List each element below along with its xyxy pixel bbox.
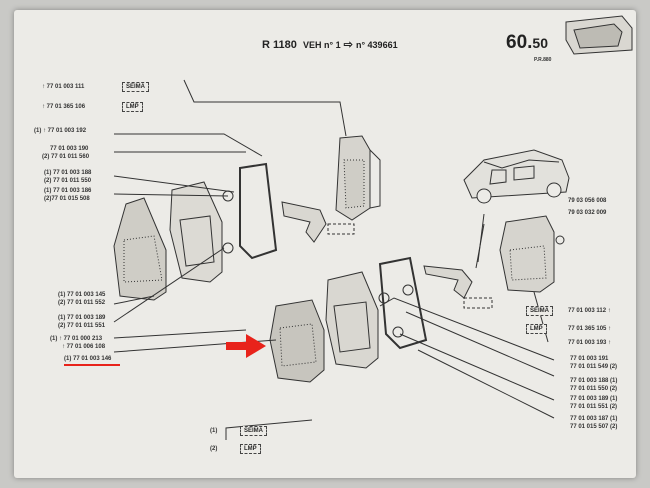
part-label-r7: 77 01 011 549 (2) [570, 364, 618, 370]
part-label-r11: 77 01 011 551 (2) [570, 404, 618, 410]
part-label-r8: 77 01 003 188 (1) [570, 378, 618, 384]
part-label-n3: (1) 77 01 003 189 [58, 315, 106, 321]
parts-catalog-page: R 1180 VEH n° 1 ⇨ n° 439661 60.50 P.R.88… [14, 10, 636, 478]
part-label-r9: 77 01 011 550 (2) [570, 386, 618, 392]
part-label-n4: (2) 77 01 011 551 [58, 323, 106, 329]
part-label-m6: (1) 77 01 003 186 [44, 188, 92, 194]
exploded-diagram [64, 15, 633, 440]
part-label-r13: 77 01 015 507 (2) [570, 424, 618, 430]
part-label-l2: ↑ 77 01 365 106 [42, 104, 86, 110]
highlight-arrow [226, 334, 266, 358]
tag-lmp-right: LMP [526, 324, 547, 334]
part-label-n5: (1) ↑ 77 01 000 213 [50, 336, 103, 342]
part-label-m7: (2)77 01 015 508 [44, 196, 90, 202]
part-label-n2: (2) 77 01 011 552 [58, 300, 106, 306]
tag-lmp-bottom: LMP [240, 444, 261, 454]
page-number: 60.50 [506, 32, 548, 53]
part-label-r12: 77 01 003 187 (1) [570, 416, 618, 422]
part-label-m2: 77 01 003 190 [50, 146, 89, 152]
part-label-r2: 79 03 032 009 [568, 210, 607, 216]
tag-seima-right: SEIMA [526, 306, 554, 316]
part-label-m4: (1) 77 01 003 188 [44, 170, 92, 176]
page-code: P.R.880 [534, 57, 552, 63]
part-label-n1: (1) 77 01 003 145 [58, 292, 106, 298]
part-label-r6: 77 01 003 191 [570, 356, 609, 362]
part-label-m5: (2) 77 01 011 550 [44, 178, 92, 184]
part-label-m1: (1) ↑ 77 01 003 192 [34, 128, 87, 134]
part-label-r5: 77 01 003 193 ↑ [568, 340, 612, 346]
part-label-l1: ↑ 77 01 003 111 [42, 84, 85, 90]
footnote-1: (1) [210, 428, 218, 434]
part-label-n6: ↑ 77 01 006 108 [62, 344, 106, 350]
tag-seima-bottom: SEIMA [240, 426, 268, 436]
tag-seima-top: SEIMA [122, 82, 150, 92]
part-label-n7: (1) 77 01 003 146 [64, 356, 112, 362]
part-label-m3: (2) 77 01 011 560 [42, 154, 90, 160]
tag-lmp-top: LMP [122, 102, 143, 112]
part-label-r3: 77 01 003 112 ↑ [568, 308, 611, 314]
part-label-r10: 77 01 003 189 (1) [570, 396, 618, 402]
footnote-2: (2) [210, 446, 218, 452]
part-label-r1: 79 03 056 008 [568, 198, 607, 204]
part-label-r4: 77 01 365 105 ↑ [568, 326, 612, 332]
header-reference: R 1180 VEH n° 1 ⇨ n° 439661 [262, 39, 398, 51]
